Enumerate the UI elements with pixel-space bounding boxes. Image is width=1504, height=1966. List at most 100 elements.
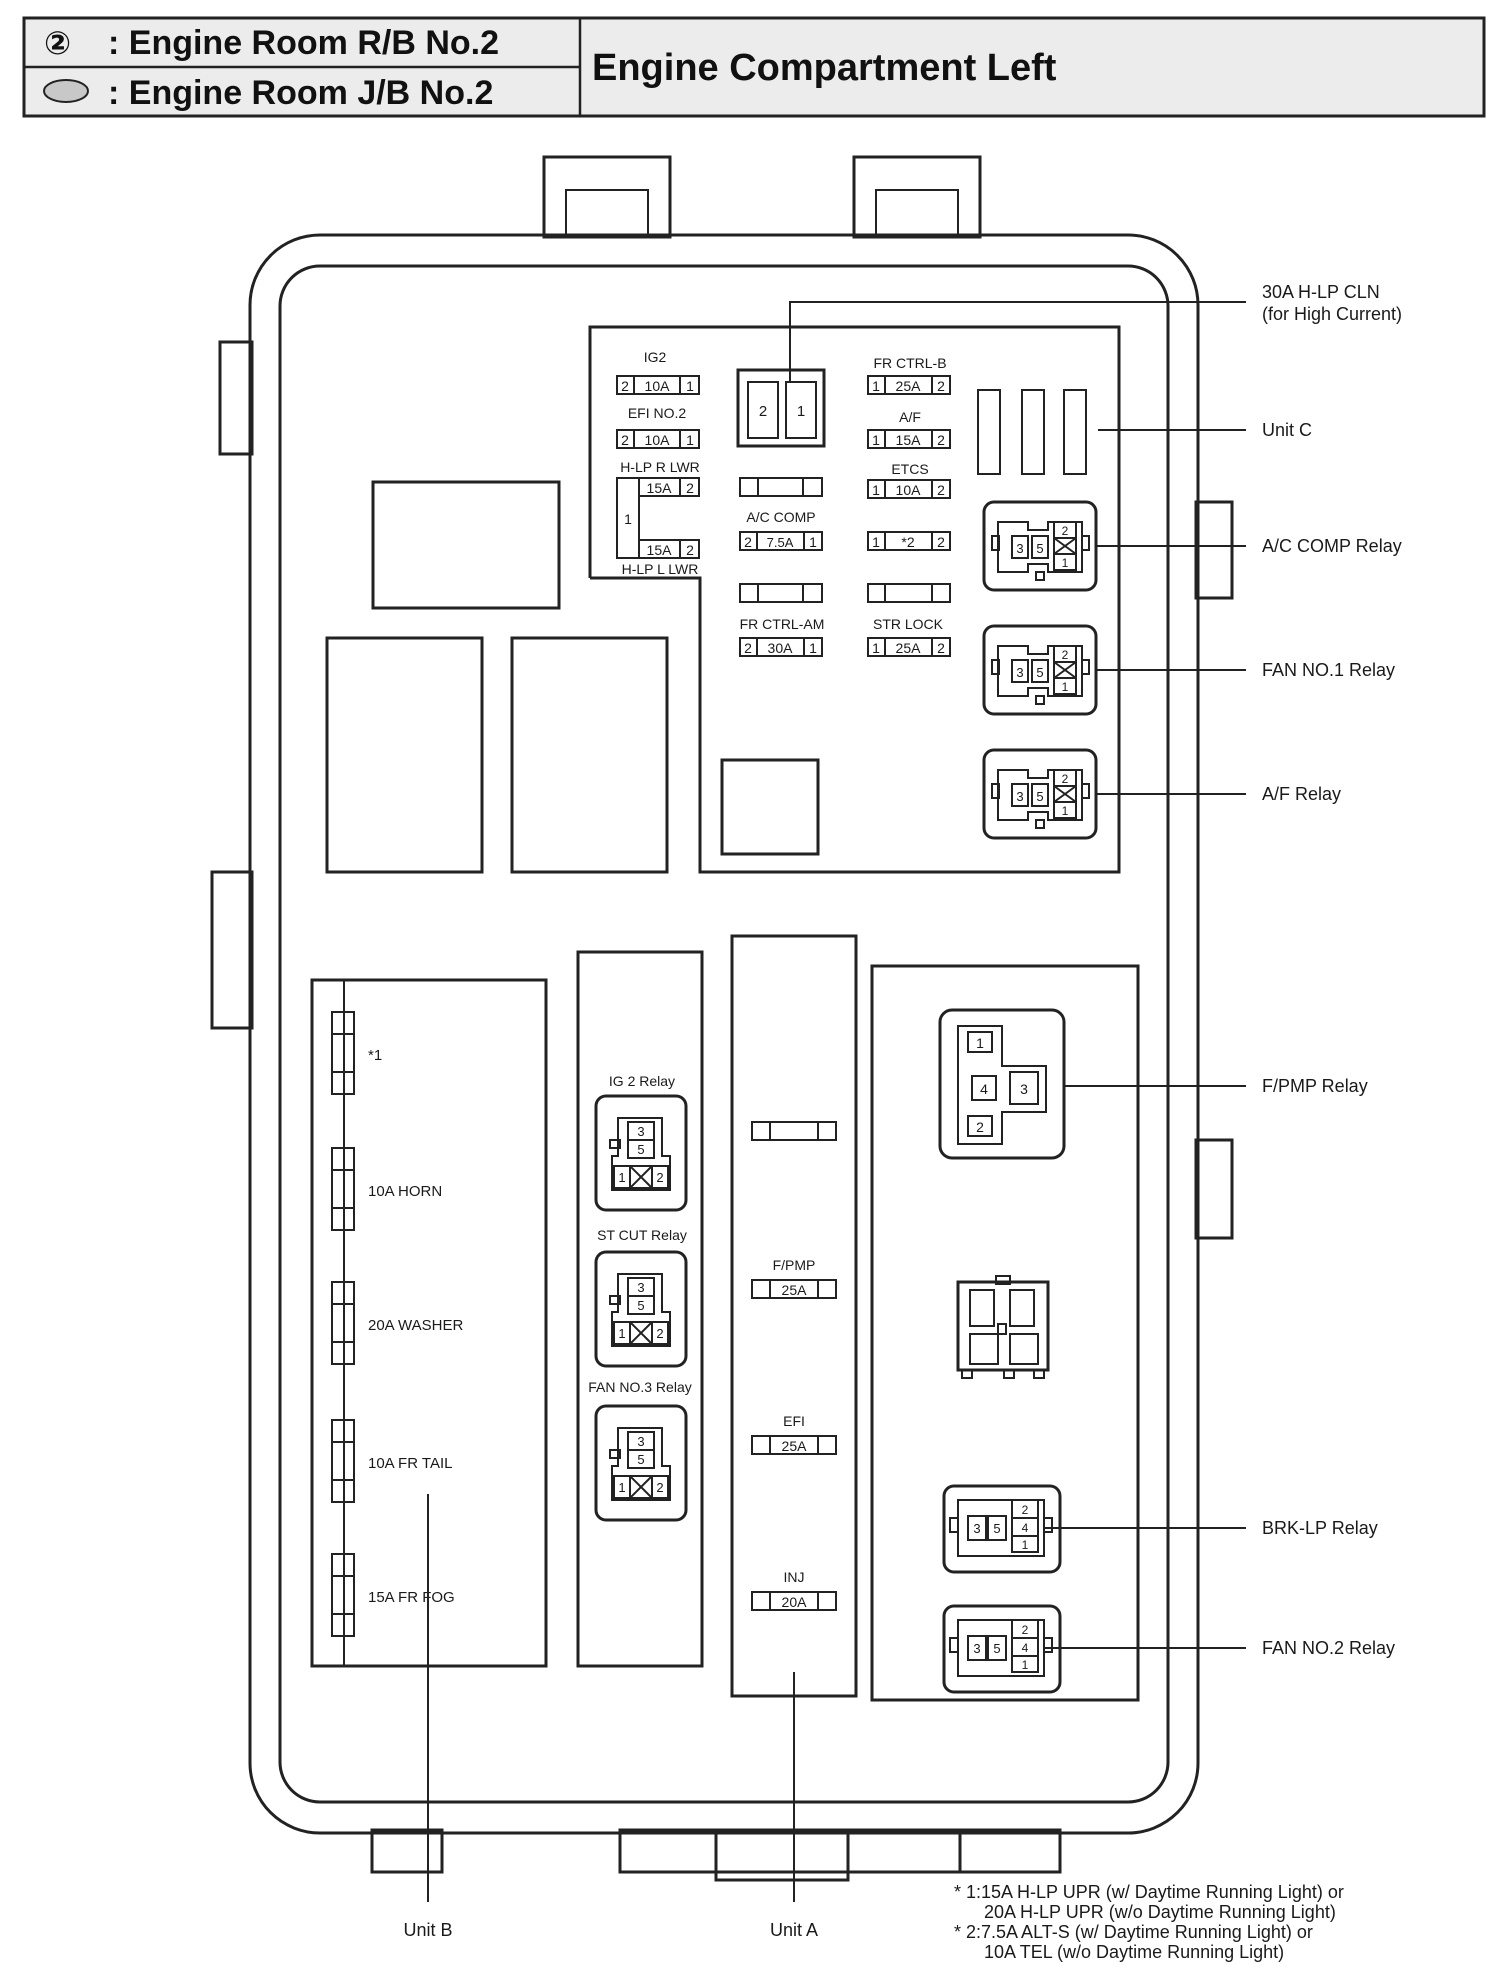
fuse-str-lock-name: STR LOCK xyxy=(873,616,944,632)
fan1-pin-1: 1 xyxy=(1062,680,1069,694)
jb-symbol-icon xyxy=(43,79,89,103)
fan-no2-relay: 3 5 2 4 1 xyxy=(942,1604,1062,1694)
fuse-fr-ctrl-am-name: FR CTRL-AM xyxy=(740,616,825,632)
st-cut-pin-1: 1 xyxy=(618,1326,625,1341)
fuse-fr-ctrl-am-left: 2 xyxy=(744,640,752,656)
fuse-af-amp: 15A xyxy=(896,432,922,448)
fuse-h-lp-l-amp: 15A xyxy=(647,542,673,558)
fan-no3-relay-label: FAN NO.3 Relay xyxy=(588,1379,691,1395)
leader-lines xyxy=(427,301,1246,1902)
fan1-pin-2: 2 xyxy=(1062,648,1069,662)
jb-label: : Engine Room J/B No.2 xyxy=(108,74,493,112)
unit-a-efi-amp: 25A xyxy=(782,1438,808,1454)
af-pin-3: 3 xyxy=(1016,789,1023,804)
callout-brk-lp-relay: BRK-LP Relay xyxy=(1262,1518,1378,1538)
fuse-ig2-left: 2 xyxy=(621,378,629,394)
brk-pin-5: 5 xyxy=(993,1521,1000,1536)
af-pin-1: 1 xyxy=(1062,804,1069,818)
fpmp-pin-4: 4 xyxy=(980,1081,988,1097)
fuse-ig2-right: 1 xyxy=(686,378,694,394)
unit-a-efi-name: EFI xyxy=(783,1413,805,1429)
fuse-str-lock-left: 1 xyxy=(872,640,880,656)
fuse-h-lp-r-pin: 2 xyxy=(686,480,694,496)
fuse-h-lp-cln-right: 1 xyxy=(797,403,805,420)
unit-a-fpmp-amp: 25A xyxy=(782,1282,808,1298)
unit-b-fuse-4: 10A FR TAIL xyxy=(368,1455,453,1472)
fan2-pin-5: 5 xyxy=(993,1641,1000,1656)
brk-pin-4: 4 xyxy=(1022,1521,1029,1535)
fuse-ac-comp-right: 1 xyxy=(809,534,817,550)
fan2-pin-3: 3 xyxy=(973,1641,980,1656)
fuse-etcs-amp: 10A xyxy=(896,482,922,498)
st-cut-pin-2: 2 xyxy=(656,1326,663,1341)
fuse-ig2-name: IG2 xyxy=(644,349,667,365)
fuse-h-lp-l-lwr-name: H-LP L LWR xyxy=(622,561,699,577)
fuse-etcs-name: ETCS xyxy=(891,461,928,477)
callout-labels: 30A H-LP CLN (for High Current) Unit C A… xyxy=(403,282,1402,1940)
fan2-pin-1: 1 xyxy=(1022,1658,1029,1672)
fan-no1-relay: 3 5 2 1 xyxy=(982,624,1098,716)
ac-comp-pin-3: 3 xyxy=(1016,541,1023,556)
unit-a-inj-name: INJ xyxy=(784,1569,805,1585)
fuse-h-lp-l-pin: 2 xyxy=(686,542,694,558)
fan3-pin-5: 5 xyxy=(637,1452,644,1467)
callout-unit-a: Unit A xyxy=(770,1920,818,1940)
rb-label: : Engine Room R/B No.2 xyxy=(108,24,499,62)
ig2-pin-3: 3 xyxy=(637,1124,644,1139)
fuse-star2-amp: *2 xyxy=(901,534,914,550)
ig2-pin-1: 1 xyxy=(618,1170,625,1185)
fuse-ac-comp-name: A/C COMP xyxy=(746,509,815,525)
fuse-h-lp-r-lwr-name: H-LP R LWR xyxy=(620,459,700,475)
brk-pin-1: 1 xyxy=(1022,1538,1029,1552)
unit-b-fuse-1: *1 xyxy=(368,1047,382,1064)
callout-unit-b: Unit B xyxy=(403,1920,452,1940)
ig2-relay-label: IG 2 Relay xyxy=(609,1073,675,1089)
fuse-fr-ctrl-b-name: FR CTRL-B xyxy=(873,355,946,371)
fuse-etcs-right: 2 xyxy=(937,482,945,498)
callout-af-relay: A/F Relay xyxy=(1262,784,1341,804)
fpmp-relay: 1 3 4 2 xyxy=(938,1008,1066,1160)
ac-comp-pin-5: 5 xyxy=(1036,541,1043,556)
fan2-pin-2: 2 xyxy=(1022,1623,1029,1637)
footnote-2b: 10A TEL (w/o Daytime Running Light) xyxy=(984,1942,1284,1962)
fuse-h-lp-cln-left: 2 xyxy=(759,403,767,420)
fpmp-pin-3: 3 xyxy=(1020,1081,1028,1097)
blank-block-left xyxy=(325,636,484,874)
ac-comp-pin-1: 1 xyxy=(1062,556,1069,570)
rb-symbol: ② xyxy=(44,25,71,61)
fan3-pin-3: 3 xyxy=(637,1434,644,1449)
fan1-pin-3: 3 xyxy=(1016,665,1023,680)
fuse-etcs-left: 1 xyxy=(872,482,880,498)
ac-comp-pin-2: 2 xyxy=(1062,524,1069,538)
brk-pin-3: 3 xyxy=(973,1521,980,1536)
unit-b-fuse-5: 15A FR FOG xyxy=(368,1589,455,1606)
housing xyxy=(210,155,1234,1882)
fuse-efi-no2-right: 1 xyxy=(686,432,694,448)
fpmp-pin-2: 2 xyxy=(976,1119,984,1135)
fuse-ac-comp-left: 2 xyxy=(744,534,752,550)
fpmp-pin-1: 1 xyxy=(976,1035,984,1051)
fuse-ig2-amp: 10A xyxy=(645,378,671,394)
unit-a-fpmp-name: F/PMP xyxy=(773,1257,816,1273)
af-relay: 3 5 2 1 xyxy=(982,748,1098,840)
brk-lp-relay: 3 5 2 4 1 xyxy=(942,1484,1062,1574)
fuse-af-name: A/F xyxy=(899,409,921,425)
unlabeled-relay-socket xyxy=(956,1275,1050,1379)
fan3-pin-2: 2 xyxy=(656,1480,663,1495)
callout-fpmp-relay: F/PMP Relay xyxy=(1262,1076,1368,1096)
st-cut-pin-5: 5 xyxy=(637,1298,644,1313)
fuse-efi-no2-name: EFI NO.2 xyxy=(628,405,687,421)
fuse-efi-no2-amp: 10A xyxy=(645,432,671,448)
af-pin-5: 5 xyxy=(1036,789,1043,804)
callout-unit-c: Unit C xyxy=(1262,420,1312,440)
unit-a: F/PMP 25A EFI 25A INJ 20A xyxy=(730,934,858,1698)
unit-c: IG2 2 10A 1 EFI NO.2 2 10A 1 H-LP R LWR … xyxy=(588,325,1121,874)
fuse-h-lp-r-amp: 15A xyxy=(647,480,673,496)
right-relay-panel: 1 3 4 2 3 5 2 xyxy=(870,964,1140,1702)
ig2-pin-2: 2 xyxy=(656,1170,663,1185)
callout-fan2-relay: FAN NO.2 Relay xyxy=(1262,1638,1395,1658)
fuse-af-right: 2 xyxy=(937,432,945,448)
unit-b-fuse-3: 20A WASHER xyxy=(368,1317,463,1334)
blank-block-right xyxy=(510,636,669,874)
fan3-pin-1: 1 xyxy=(618,1480,625,1495)
